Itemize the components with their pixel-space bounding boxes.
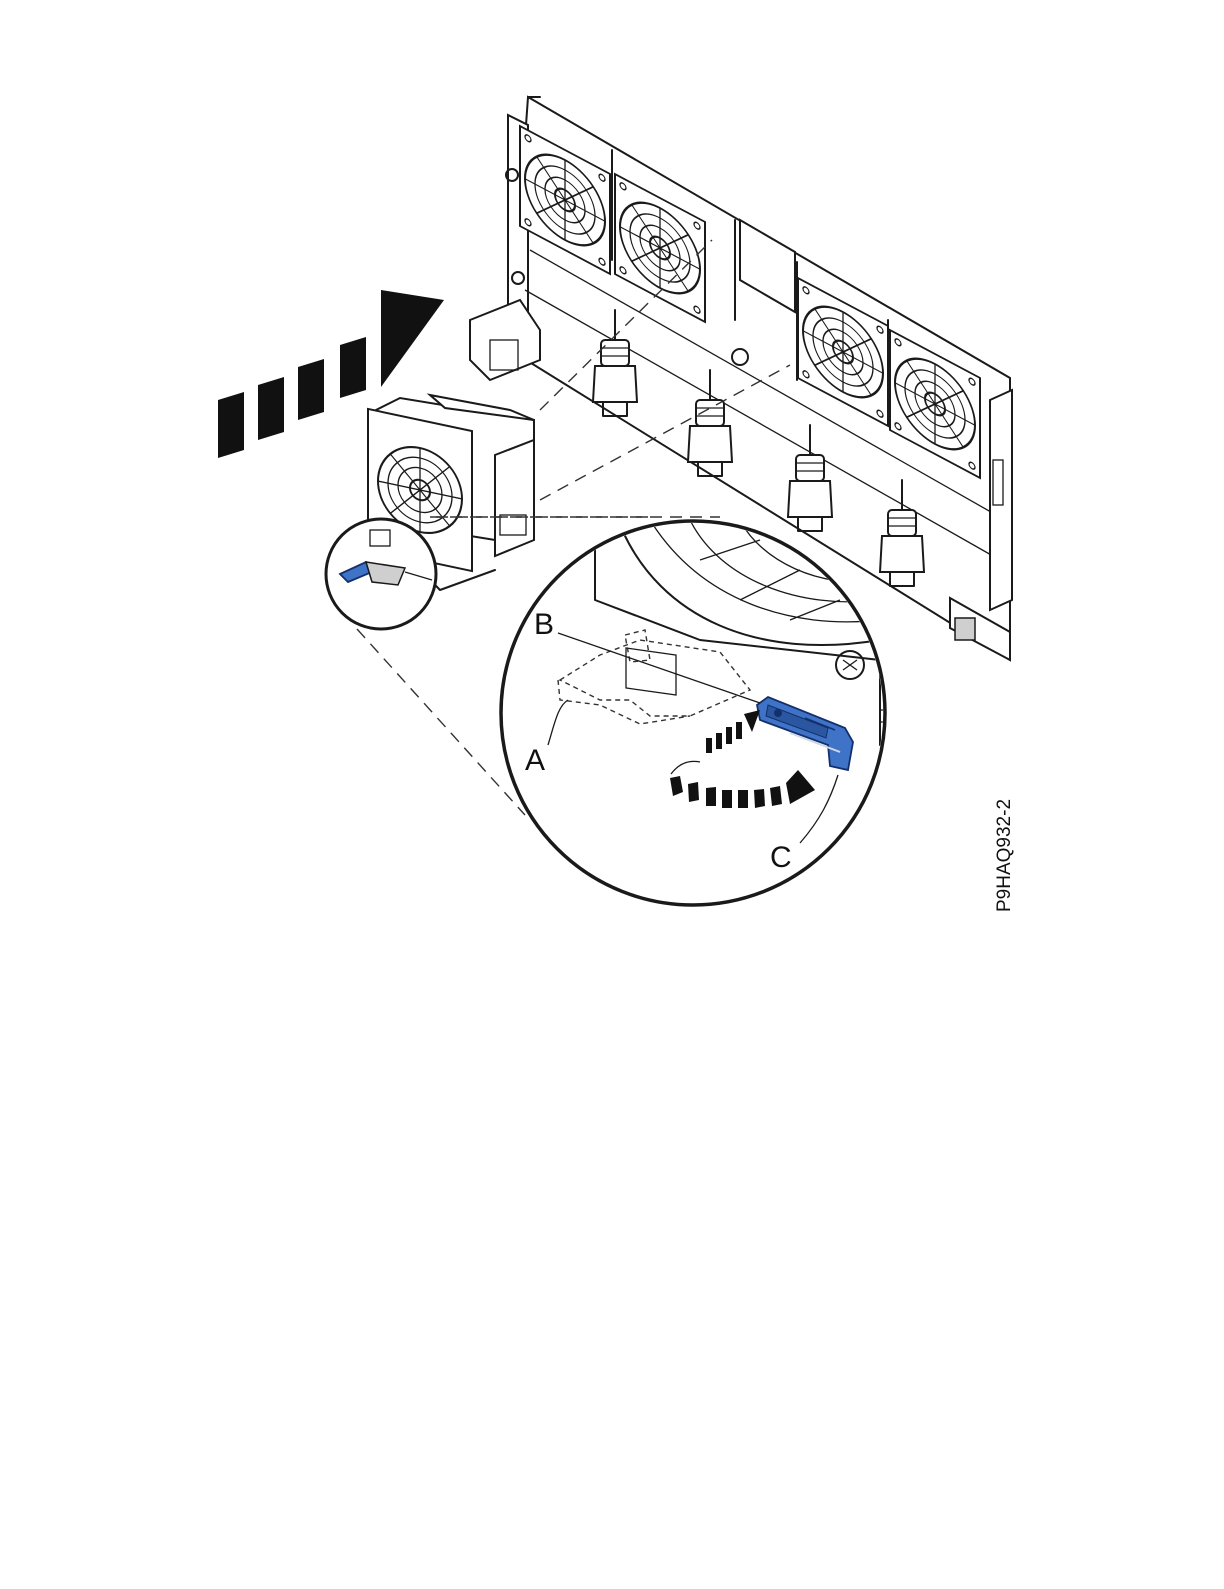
callout-a: A — [525, 744, 545, 777]
figure-id: P9HAQ932-2 — [994, 799, 1015, 912]
callout-b: B — [534, 608, 554, 641]
callout-c: C — [770, 841, 792, 874]
magnifier-circle-large — [501, 520, 892, 905]
magnifier-circle-small — [326, 519, 436, 629]
